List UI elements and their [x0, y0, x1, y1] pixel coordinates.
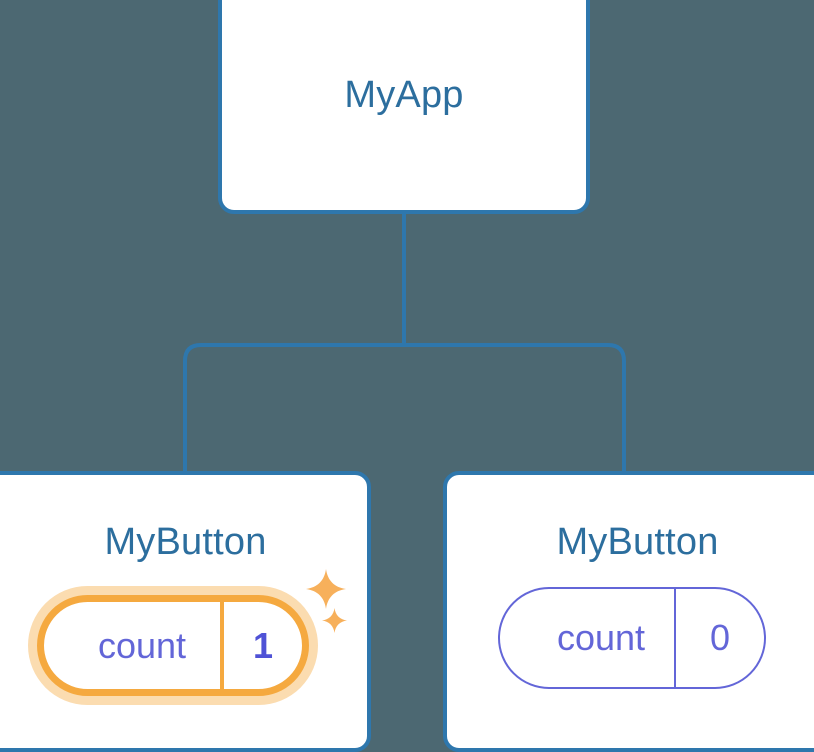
sparkle-small-icon	[322, 608, 347, 633]
connector-branch-left	[183, 343, 404, 473]
state-pill-count-left[interactable]: count 1	[37, 595, 309, 696]
state-pill-value-left: 1	[252, 624, 274, 666]
node-title-mybutton-right: MyButton	[556, 521, 719, 563]
state-pill-value-right: 0	[709, 617, 731, 658]
state-pill-wrapper-left: count 1	[28, 586, 318, 705]
node-card-mybutton-right[interactable]: MyButton count 0	[443, 471, 814, 752]
state-pill-key-right: count	[500, 589, 676, 687]
node-title-myapp: MyApp	[344, 74, 464, 116]
state-pill-count-right[interactable]: count 0	[498, 587, 766, 689]
connector-branch-right	[404, 343, 626, 473]
node-card-mybutton-left[interactable]: MyButton count 1	[0, 471, 371, 752]
node-card-myapp[interactable]: MyApp	[218, 0, 590, 214]
state-pill-key-left: count	[44, 602, 224, 689]
node-title-mybutton-left: MyButton	[104, 521, 267, 563]
